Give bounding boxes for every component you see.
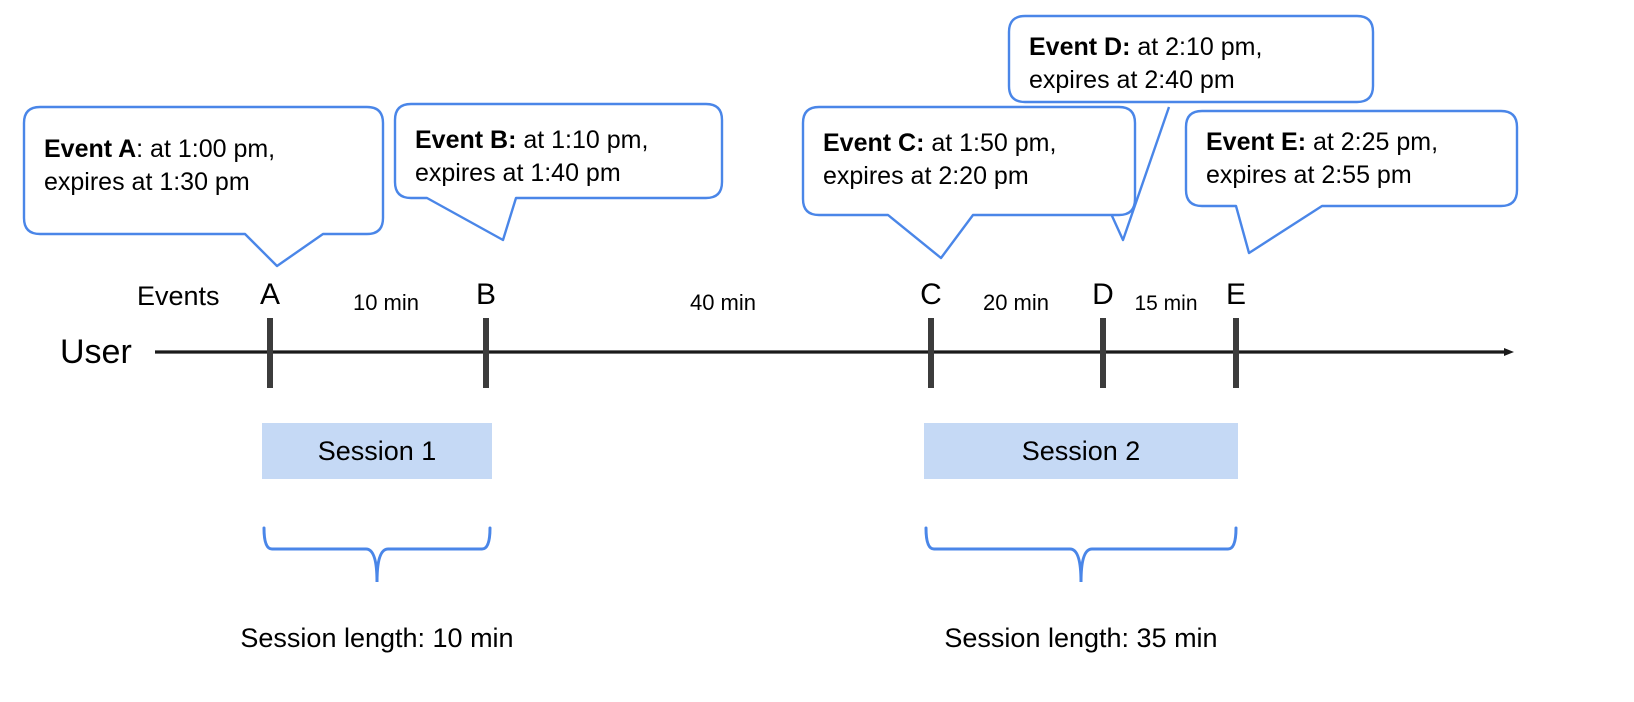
tick-label-a: A: [259, 278, 280, 311]
interval-label-c-d: 20 min: [982, 290, 1050, 315]
axis-row-label-user: User: [60, 333, 132, 371]
callout-bubble-d[interactable]: [1007, 14, 1375, 104]
session-length-label-2: Session length: 35 min: [944, 623, 1218, 653]
interval-label-a-b: 10 min: [352, 290, 420, 315]
interval-label-b-c: 40 min: [689, 290, 757, 315]
session-1-brace: [262, 526, 492, 583]
session-2-brace: [924, 526, 1238, 583]
session-bar-1-label: Session 1: [317, 435, 437, 466]
session-bar-2[interactable]: Session 2: [924, 423, 1238, 479]
tick-label-b: B: [475, 278, 496, 311]
session-bar-1[interactable]: Session 1: [262, 423, 492, 479]
tick-label-c: C: [920, 278, 942, 311]
session-bar-2-label: Session 2: [1021, 435, 1141, 466]
events-row-label: Events: [137, 281, 220, 311]
callout-bubble-a[interactable]: [22, 105, 385, 268]
interval-label-d-e: 15 min: [1134, 292, 1198, 315]
tick-label-e: E: [1225, 278, 1246, 311]
session-length-label-1: Session length: 10 min: [240, 623, 514, 653]
callout-bubble-b[interactable]: [393, 102, 724, 242]
tick-label-d: D: [1092, 278, 1114, 311]
callout-bubble-c[interactable]: [801, 105, 1137, 260]
callout-bubble-e[interactable]: [1184, 109, 1519, 255]
